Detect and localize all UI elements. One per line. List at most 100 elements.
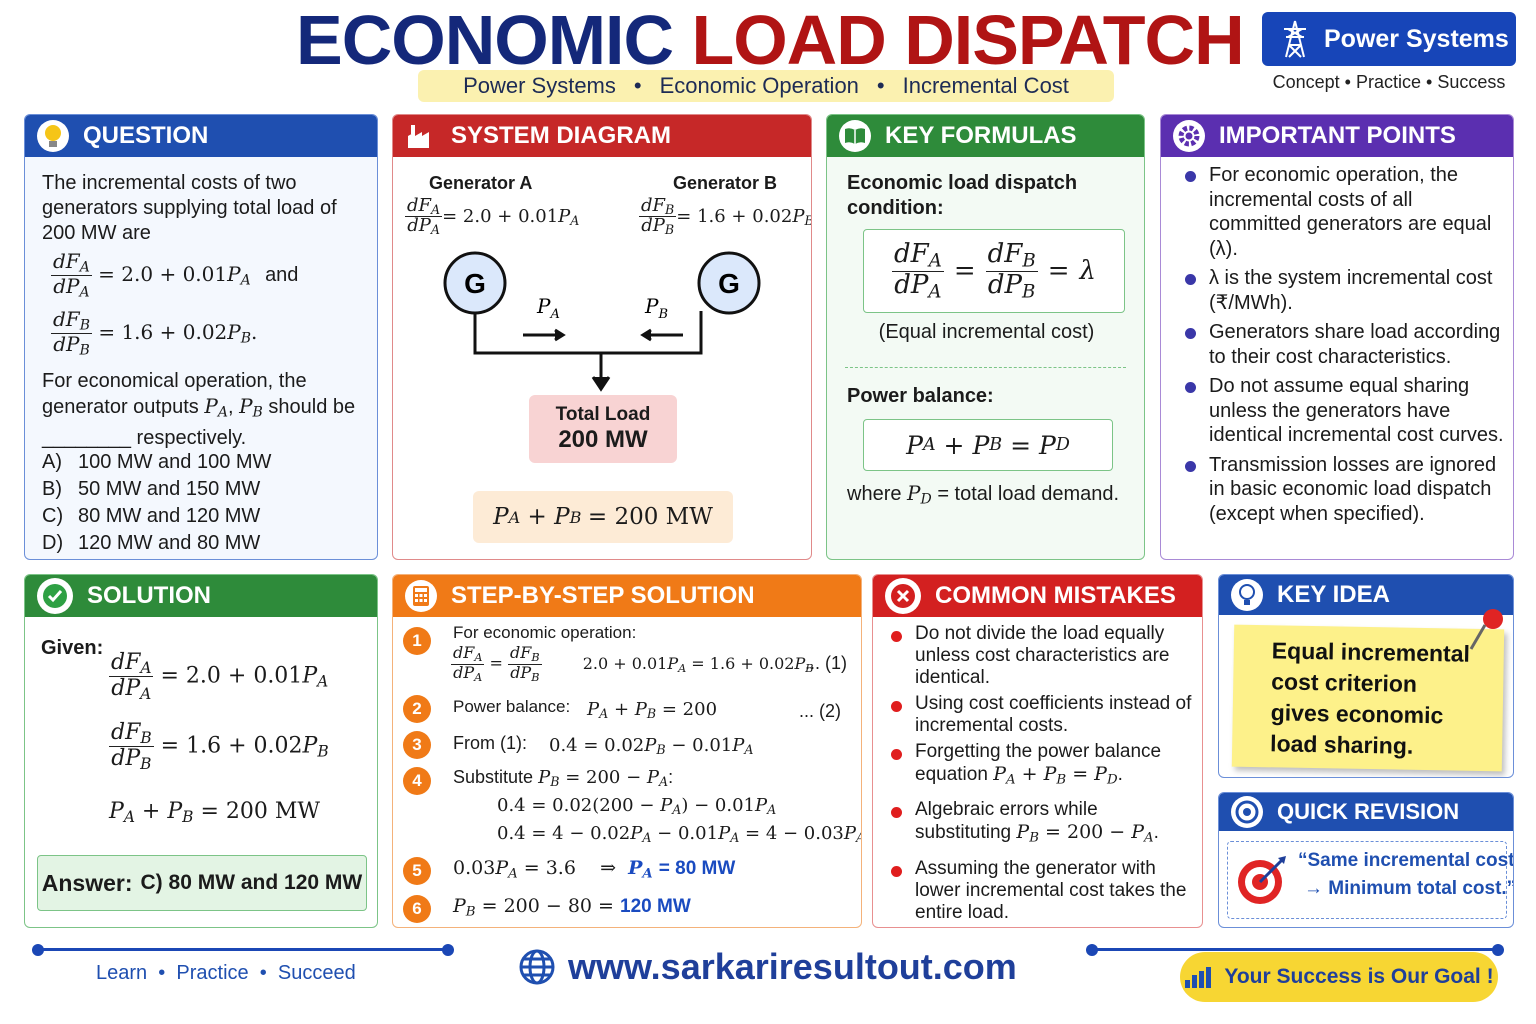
page-title: ECONOMIC LOAD DISPATCH xyxy=(296,1,1245,79)
mistakes-heading: COMMON MISTAKES xyxy=(935,582,1176,609)
points-list: For economic operation, the incremental … xyxy=(1181,163,1507,526)
step-1-label: For economic operation: xyxy=(453,623,637,642)
step-2-label: Power balance: xyxy=(453,697,571,716)
generator-b-label: Generator B xyxy=(673,173,778,193)
pb-label: PB xyxy=(644,294,668,322)
bullseye-icon xyxy=(1238,856,1286,904)
condition-title: Economic load dispatch condition: xyxy=(847,172,1078,219)
step-3-eq: 0.4 = 0.02PB − 0.01PA xyxy=(549,735,754,758)
list-item: Generators share load according to their… xyxy=(1181,320,1507,369)
option-d[interactable]: D)120 MW and 80 MW xyxy=(42,532,261,554)
tag: Power Systems xyxy=(463,73,616,98)
topic-tags: Power Systems• Economic Operation• Incre… xyxy=(418,70,1114,102)
sticky-note: Equal incremental cost criterion gives e… xyxy=(1231,624,1505,772)
option-b[interactable]: B)50 MW and 150 MW xyxy=(42,478,261,500)
globe-icon xyxy=(519,949,555,985)
website-link[interactable]: www.sarkariresultout.com xyxy=(518,946,1017,988)
list-item: Algebraic errors while substituting PB =… xyxy=(887,799,1199,849)
idea-bulb-icon xyxy=(1231,579,1263,611)
target-icon xyxy=(1231,796,1263,828)
step-5-eq: 0.03PA = 3.6 ⇒ PA = 80 MW xyxy=(453,857,736,882)
transmission-tower-icon xyxy=(1284,20,1306,58)
question-intro: The incremental costs of two generators … xyxy=(42,172,337,244)
footer-line-left xyxy=(38,948,448,951)
step-1-tag: ... (1) xyxy=(805,653,848,673)
system-diagram-panel: SYSTEM DIAGRAM Generator A Generator B d… xyxy=(392,114,812,560)
common-mistakes-panel: COMMON MISTAKES Do not divide the load e… xyxy=(872,574,1203,928)
question-paragraph: For economical operation, the generator … xyxy=(42,370,356,449)
revision-box: “Same incremental cost → Minimum total c… xyxy=(1227,841,1513,919)
tag: Incremental Cost xyxy=(902,73,1069,98)
revision-line-2: → Minimum total cost.” xyxy=(1304,878,1514,899)
generator-a-g: G xyxy=(464,268,486,299)
footer-dot xyxy=(442,944,454,956)
step-solution-panel: STEP-BY-STEP SOLUTION 1 For economic ope… xyxy=(392,574,862,928)
tag: Economic Operation xyxy=(659,73,859,98)
solution-heading: SOLUTION xyxy=(87,582,211,609)
equal-cost-note: (Equal incremental cost) xyxy=(878,321,1095,343)
points-heading: IMPORTANT POINTS xyxy=(1219,122,1456,149)
where-line: where PD = total load demand. xyxy=(847,481,1120,508)
step-2-tag: ... (2) xyxy=(799,701,842,721)
footer-dot xyxy=(1492,944,1504,956)
step-4-eq-1: 0.4 = 0.02(200 − PA) − 0.01PA xyxy=(497,795,777,818)
revision-heading: QUICK REVISION xyxy=(1277,799,1460,824)
key-formulas-panel: KEY FORMULAS Economic load dispatch cond… xyxy=(826,114,1145,560)
generator-b-symbol xyxy=(697,251,761,315)
step-number: 2 xyxy=(403,695,431,723)
calculator-icon xyxy=(405,580,437,612)
important-points-panel: IMPORTANT POINTS For economic operation,… xyxy=(1160,114,1514,560)
step-6-eq: PB = 200 − 80 = 120 MW xyxy=(453,895,691,920)
given-label: Given: xyxy=(41,637,104,659)
list-item: Do not assume equal sharing unless the g… xyxy=(1181,374,1507,448)
step-number: 1 xyxy=(403,627,431,655)
list-item: Transmission losses are ignored in basic… xyxy=(1181,453,1507,527)
bar-chart-icon xyxy=(1185,967,1212,988)
option-a[interactable]: A)100 MW and 100 MW xyxy=(42,451,272,473)
step-2-eq: PA + PB = 200 xyxy=(587,699,718,722)
step-number: 3 xyxy=(403,731,431,759)
footer-line-right xyxy=(1092,948,1498,951)
list-item: Forgetting the power balance equation PA… xyxy=(887,741,1199,791)
step-3-label: From (1): xyxy=(453,733,527,753)
option-c[interactable]: C)80 MW and 120 MW xyxy=(42,505,261,527)
gear-icon xyxy=(1173,120,1205,152)
book-icon xyxy=(839,120,871,152)
list-item: For economic operation, the incremental … xyxy=(1181,163,1507,261)
keyidea-heading: KEY IDEA xyxy=(1277,581,1390,608)
answer-label: Answer: xyxy=(41,869,133,896)
close-icon xyxy=(885,578,921,614)
checkmark-icon xyxy=(37,578,73,614)
step-number: 5 xyxy=(403,857,431,885)
solution-sum: PA + PB = 200 MW xyxy=(109,799,321,826)
total-load-box: Total Load 200 MW xyxy=(529,395,677,463)
pa-label: PA xyxy=(536,294,560,322)
revision-line-1: “Same incremental cost xyxy=(1298,850,1514,871)
mistakes-list: Do not divide the load equally unless co… xyxy=(887,623,1199,924)
generator-a-label: Generator A xyxy=(429,173,533,193)
answer-value: C) 80 MW and 120 MW xyxy=(140,871,363,894)
steps-heading: STEP-BY-STEP SOLUTION xyxy=(451,582,755,609)
question-panel: QUESTION The incremental costs of two ge… xyxy=(24,114,378,560)
question-heading: QUESTION xyxy=(83,122,209,149)
answer-box: Answer: C) 80 MW and 120 MW xyxy=(37,855,367,911)
total-load-value: 200 MW xyxy=(558,426,648,453)
generator-a-symbol xyxy=(443,251,507,315)
step-4-line: Substitute PB = 200 − PA: xyxy=(453,767,674,790)
key-idea-text: Equal incremental cost criterion gives e… xyxy=(1269,637,1471,759)
formulas-heading: KEY FORMULAS xyxy=(885,122,1077,149)
list-item: Assuming the generator with lower increm… xyxy=(887,858,1199,924)
options-list: A)100 MW and 100 MW B)50 MW and 150 MW C… xyxy=(42,449,362,557)
step-number: 4 xyxy=(403,767,431,795)
divider xyxy=(845,367,1126,368)
circuit-diagram: G G PA PB xyxy=(443,251,761,392)
success-badge: Your Success is Our Goal ! xyxy=(1180,952,1498,1002)
